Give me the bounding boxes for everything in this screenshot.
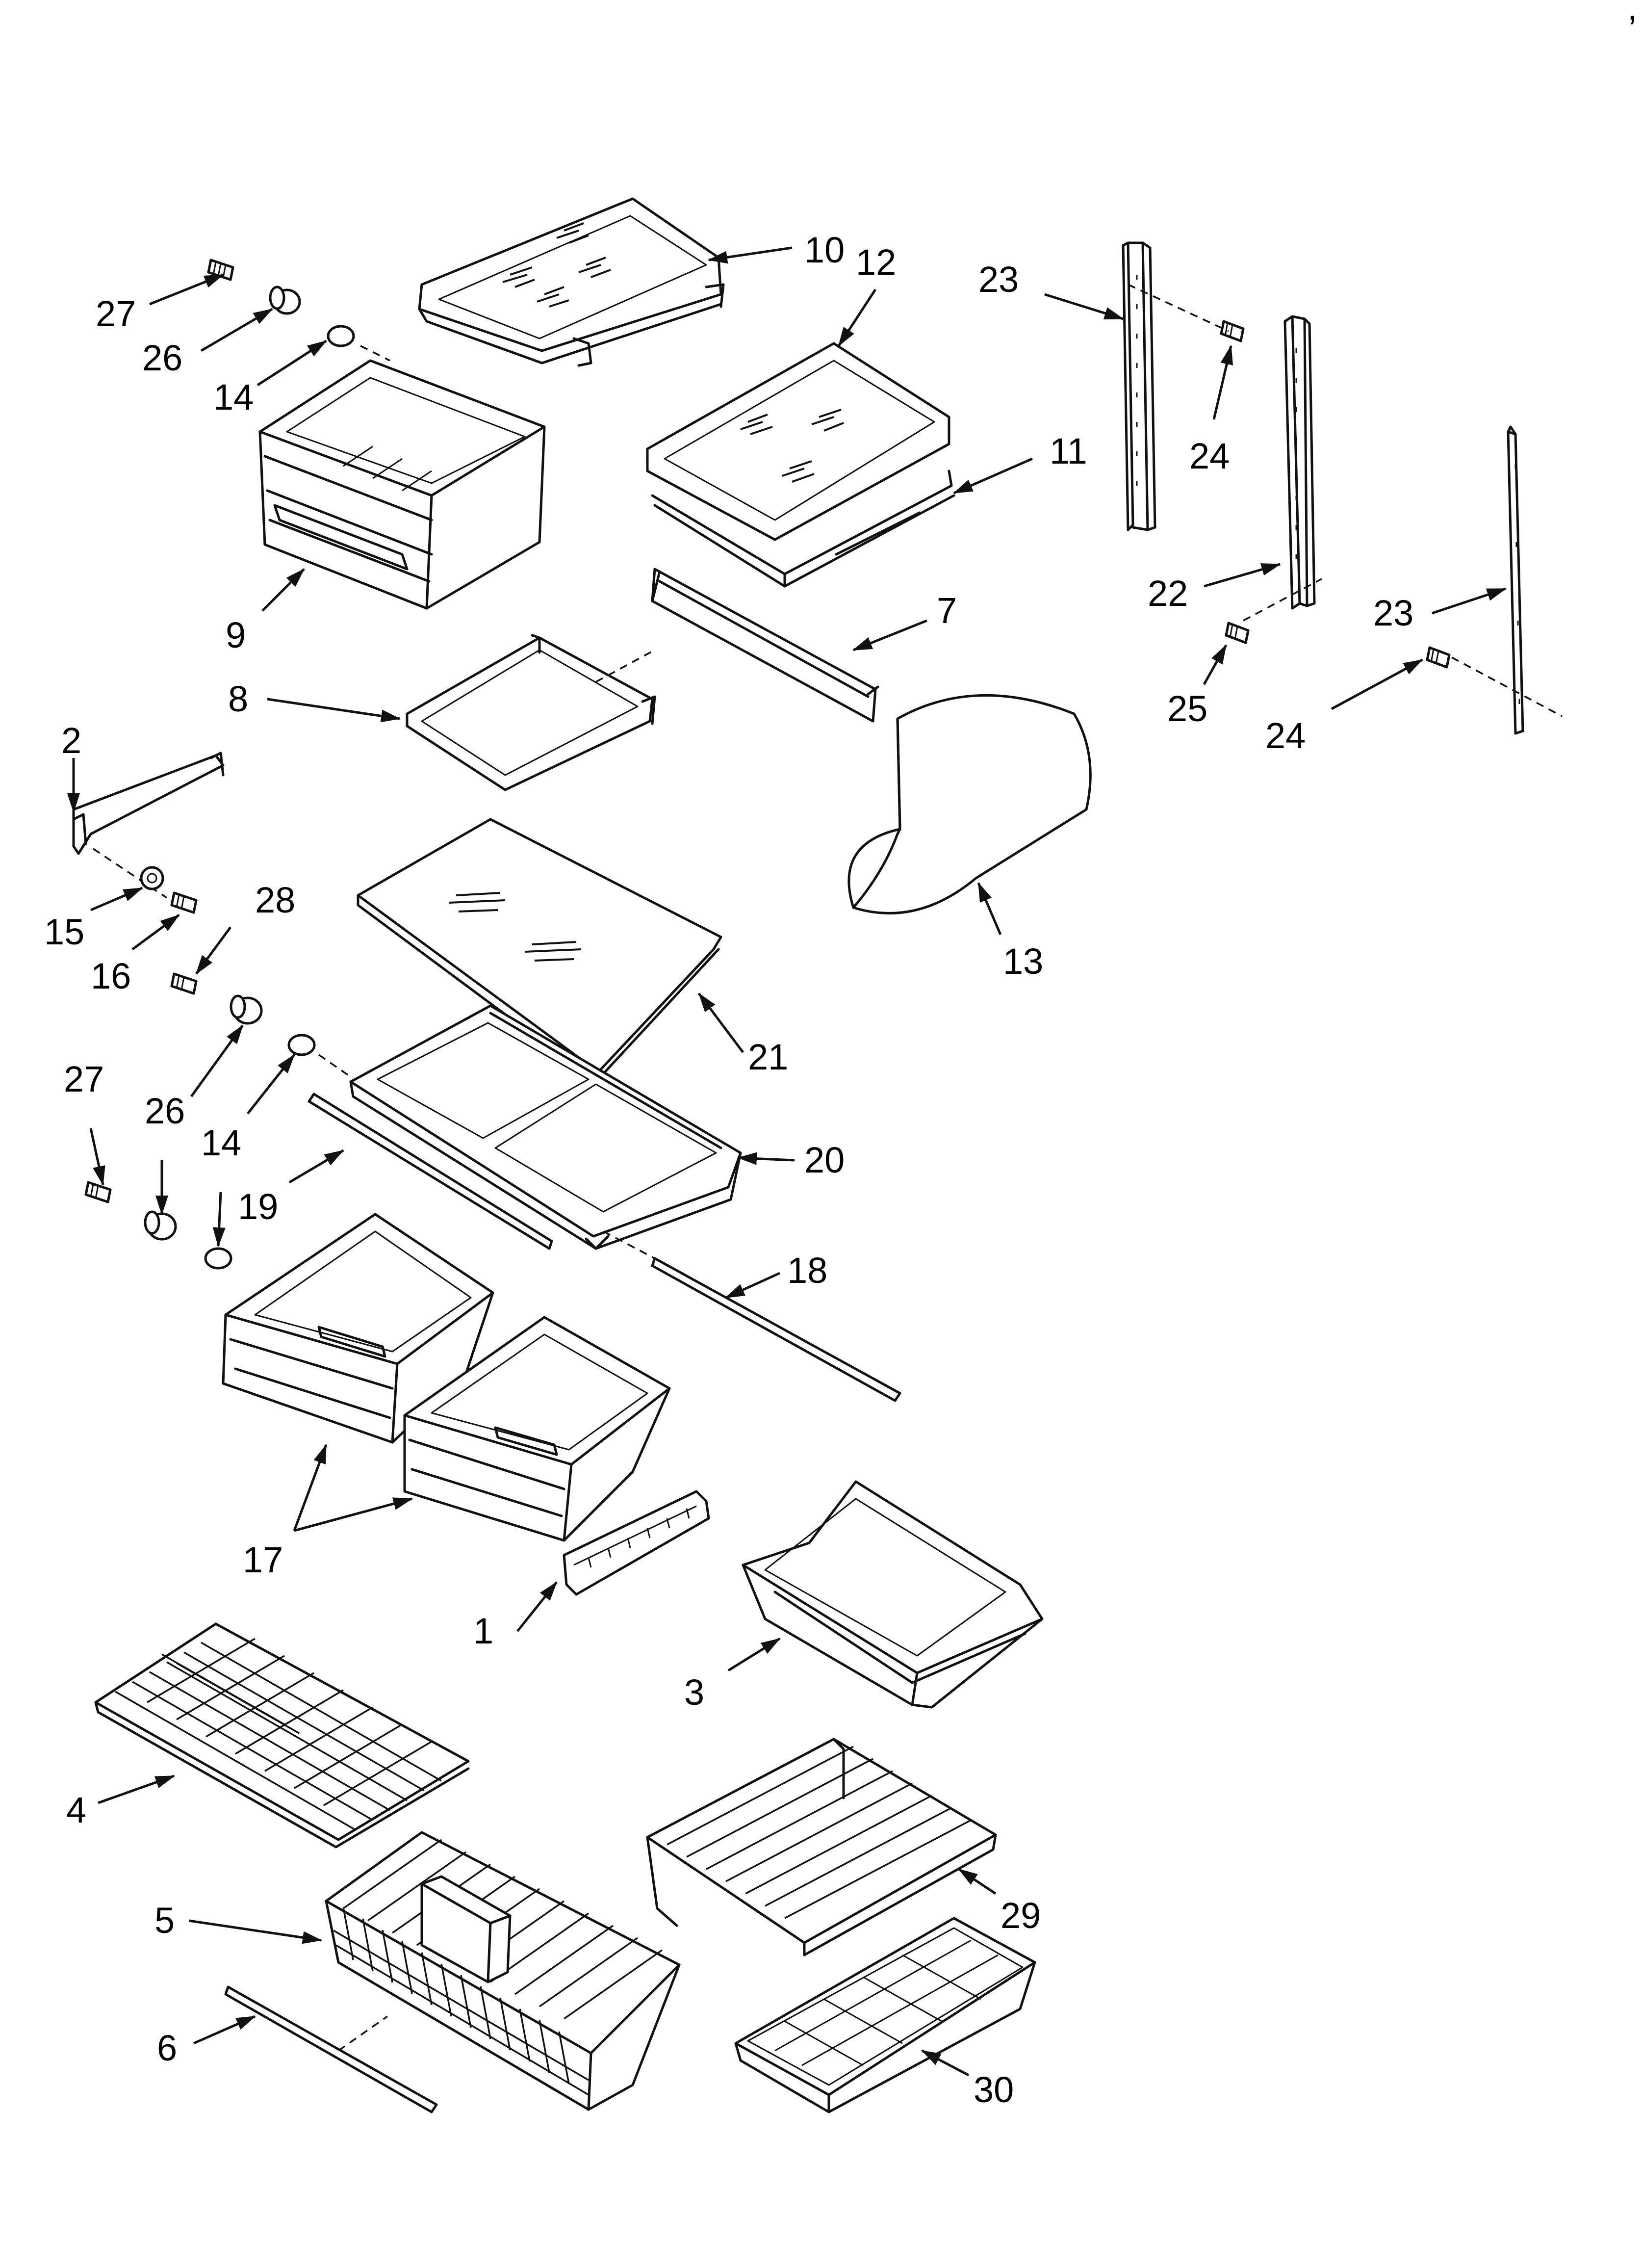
hardware-right [1220,320,1451,669]
part-23-vertical-rail-right [1507,425,1524,735]
callout-14-top: 14 [213,377,254,417]
callout-8: 8 [228,678,248,719]
callout-21: 21 [748,1037,788,1077]
callout-23-right: 23 [1373,593,1413,633]
callout-18: 18 [787,1250,827,1291]
callout-30: 30 [974,2069,1014,2110]
part-4-wire-shelf [94,1622,470,1849]
part-1-rail [563,1490,710,1596]
part-17-drawer-left [222,1213,494,1444]
guide-line-7-8 [595,649,655,683]
callout-14-bottom: 14 [201,1122,241,1163]
callout-26-bottom: 26 [145,1091,185,1131]
leader-lines [67,246,1507,2077]
callout-16: 16 [91,956,131,996]
part-21-glass-panel [357,818,722,1083]
guide-line-22 [1243,578,1322,622]
callout-20: 20 [804,1140,845,1180]
callout-9: 9 [226,615,246,655]
part-18-rod [603,1230,901,1402]
callout-5: 5 [154,1900,175,1941]
callout-23-left: 23 [978,259,1019,300]
part-11-shelf-frame [651,469,955,588]
part-17-drawer-right [403,1316,671,1542]
part-9-drawer [258,359,546,610]
part-6-rod [224,1985,438,2113]
part-22-vertical-rail [1283,315,1316,610]
callout-22: 22 [1148,573,1188,614]
callout-6: 6 [157,2028,177,2068]
callout-17: 17 [243,1539,283,1580]
part-12-glass-shelf [646,342,950,541]
hardware-lower-left [84,1181,232,1270]
part-2-bracket [72,752,225,855]
part-20-crisper-frame [349,1004,742,1250]
part-10-glass-shelf [418,197,725,367]
callout-28: 28 [255,880,295,920]
hardware-top-left [207,259,390,362]
callout-25: 25 [1167,688,1207,729]
part-30-ice-tray [734,1917,1036,2113]
callout-2: 2 [61,720,81,761]
callout-11: 11 [1050,431,1087,471]
callout-13: 13 [1003,941,1043,982]
callout-29: 29 [1001,1895,1041,1936]
callout-27-top: 27 [96,293,136,334]
callout-24-bottom: 24 [1265,715,1306,756]
callout-1: 1 [473,1611,493,1651]
part-19-rod [308,1093,553,1250]
part-13-curved-cover [847,694,1092,914]
callout-4: 4 [66,1790,86,1830]
callout-10: 10 [804,230,845,270]
part-8-small-shelf [406,634,656,791]
callout-24-top: 24 [1189,436,1230,476]
callout-15: 15 [44,912,84,952]
guide-line-23a [1128,284,1229,332]
guide-line-23b [1451,656,1563,717]
part-7-rail [651,568,879,723]
callout-labels: 10 12 11 7 8 9 27 26 14 23 24 22 25 23 2… [44,230,1413,2110]
part-3-bin [742,1480,1044,1709]
callout-7: 7 [937,590,957,631]
part-5-wire-basket [325,1831,681,2111]
corner-mark: , [1627,0,1638,27]
callout-12: 12 [856,242,896,283]
part-23-ladder-rail-left [1122,241,1156,531]
callout-27-bottom: 27 [64,1059,104,1099]
callout-19: 19 [238,1186,278,1227]
part-29-wire-shelf [646,1738,997,1956]
hardware-mid-left [140,866,351,1078]
callout-3: 3 [684,1672,704,1713]
callout-26-top: 26 [142,338,182,378]
